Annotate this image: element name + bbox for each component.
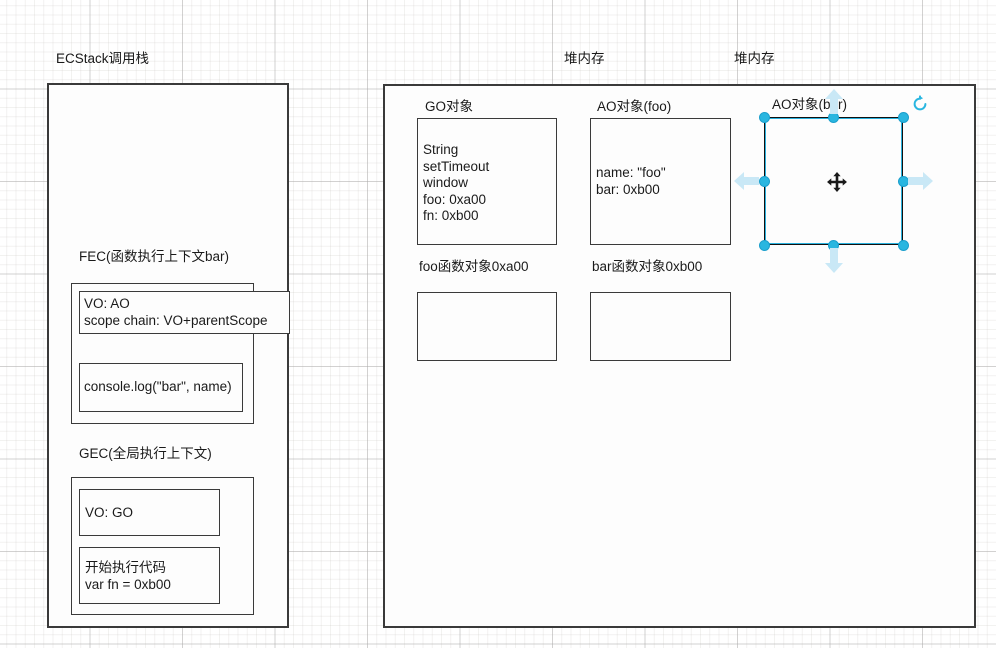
bar-func-object-box[interactable] <box>590 292 731 361</box>
resize-handle-nw[interactable] <box>758 111 770 123</box>
go-object-text: String setTimeout window foo: 0xa00 fn: … <box>423 142 490 223</box>
foo-func-object-label: foo函数对象0xa00 <box>419 259 529 274</box>
go-object-label: GO对象 <box>425 99 474 114</box>
arrow-left-icon[interactable] <box>733 169 759 193</box>
arrow-down-icon[interactable] <box>822 248 846 274</box>
fec-vo-box[interactable]: VO: AO scope chain: VO+parentScope <box>79 291 290 334</box>
foo-func-object-box[interactable] <box>417 292 557 361</box>
arrow-right-icon[interactable] <box>908 169 934 193</box>
resize-handle-ne[interactable] <box>897 111 909 123</box>
resize-handle-e[interactable] <box>897 175 909 187</box>
bar-func-object-label: bar函数对象0xb00 <box>592 259 703 274</box>
resize-handle-w[interactable] <box>758 175 770 187</box>
heap-title-left: 堆内存 <box>564 51 605 66</box>
go-object-box[interactable]: String setTimeout window foo: 0xa00 fn: … <box>417 118 557 245</box>
ao-foo-box[interactable]: name: "foo" bar: 0xb00 <box>590 118 731 245</box>
gec-vo-text: VO: GO <box>85 505 134 520</box>
fec-code-text: console.log("bar", name) <box>84 379 232 394</box>
move-cursor-icon[interactable] <box>827 172 847 192</box>
gec-title: GEC(全局执行上下文) <box>79 446 212 461</box>
resize-handle-se[interactable] <box>897 239 909 251</box>
fec-title: FEC(函数执行上下文bar) <box>79 249 230 264</box>
gec-code-text: 开始执行代码 var fn = 0xb00 <box>85 560 171 592</box>
ecstack-panel-title: ECStack调用栈 <box>56 51 150 66</box>
arrow-up-icon[interactable] <box>822 88 846 114</box>
ao-foo-label: AO对象(foo) <box>597 99 672 114</box>
gec-code-box[interactable]: 开始执行代码 var fn = 0xb00 <box>79 547 220 604</box>
fec-vo-text: VO: AO scope chain: VO+parentScope <box>84 296 268 328</box>
heap-title-right: 堆内存 <box>734 51 775 66</box>
rotate-icon[interactable] <box>911 95 929 113</box>
ao-bar-label: AO对象(bar) <box>772 97 848 112</box>
gec-vo-box[interactable]: VO: GO <box>79 489 220 536</box>
resize-handle-sw[interactable] <box>758 239 770 251</box>
fec-code-box[interactable]: console.log("bar", name) <box>79 363 243 412</box>
ao-foo-text: name: "foo" bar: 0xb00 <box>596 165 666 197</box>
